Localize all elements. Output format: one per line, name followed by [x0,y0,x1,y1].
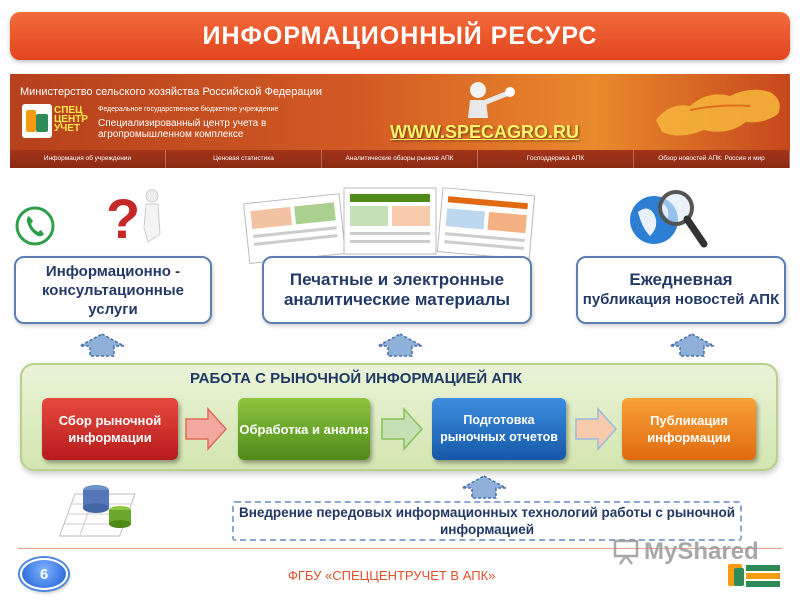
up-arrow-icon [669,333,715,357]
myshared-watermark: MyShared [612,538,759,566]
banner-url-link[interactable]: WWW.SPECAGRO.RU [390,122,579,142]
analytical-materials-box: Печатные и электронные аналитические мат… [262,256,532,324]
presentation-board-icon [613,539,639,565]
database-network-icon [58,485,136,537]
person-figure-icon [468,82,515,118]
phone-icon [15,206,55,246]
specagro-footer-logo-icon [728,564,780,587]
analytical-materials-text: Печатные и электронные аналитические мат… [283,270,511,309]
daily-news-box: Ежедневная публикация новостей АПК [576,256,786,324]
it-implementation-text: Внедрение передовых информационных техно… [238,505,736,537]
step-publish-label: Публикация информации [647,413,731,445]
flow-arrow-icon [575,407,618,451]
it-implementation-box: Внедрение передовых информационных техно… [232,501,742,541]
consulting-services-text: Информационно - консультационные услуги [41,262,185,318]
reports-documents-icon [243,187,536,264]
step-collect-label: Сбор рыночной информации [58,413,162,445]
daily-news-text: публикация новостей АПК [582,291,780,308]
banner-nav-item[interactable]: Ценовая статистика [166,150,322,168]
step-publish: Публикация информации [622,398,756,460]
step-reports: Подготовка рыночных отчетов [432,398,566,460]
footer-organization: ФГБУ «СПЕЦЦЕНТРУЧЕТ В АПК» [288,568,496,583]
up-arrow-icon [79,333,125,357]
up-arrow-icon [461,475,507,499]
page-number: 6 [39,565,49,583]
banner-nav-item[interactable]: Господдержка АПК [478,150,634,168]
step-collect: Сбор рыночной информации [42,398,178,460]
banner-nav-item[interactable]: Обзор новостей АПК: Россия и мир [634,150,790,168]
banner-logo-text: СПЕЦ ЦЕНТР УЧЕТ [54,105,88,134]
globe-magnifier-icon [630,190,708,248]
myshared-text: MyShared [644,538,759,565]
specagro-logo-icon [22,104,52,138]
slide-title-bar: ИНФОРМАЦИОННЫЙ РЕСУРС [10,12,790,60]
question-person-icon: ? [106,187,161,250]
svg-text:?: ? [106,187,140,250]
page-number-badge: 6 [20,558,68,590]
banner-nav-item[interactable]: Аналитические обзоры рынков АПК [322,150,478,168]
market-info-panel-title: РАБОТА С РЫНОЧНОЙ ИНФОРМАЦИЕЙ АПК [190,370,522,387]
website-banner[interactable]: Министерство сельского хозяйства Российс… [10,74,790,168]
russia-map-icon [656,89,780,136]
step-reports-label: Подготовка рыночных отчетов [440,413,558,444]
banner-nav: Информация об учреждении Ценовая статист… [10,150,790,168]
step-process-label: Обработка и анализ [239,421,369,437]
step-process: Обработка и анализ [238,398,370,460]
slide-title: ИНФОРМАЦИОННЫЙ РЕСУРС [202,21,598,50]
footer-divider [18,548,782,549]
flow-arrow-icon [381,407,424,451]
banner-center-name: Специализированный центр учета в агропро… [98,118,267,140]
daily-news-title: Ежедневная [629,270,733,289]
banner-ministry: Министерство сельского хозяйства Российс… [20,86,323,98]
up-arrow-icon [377,333,423,357]
banner-nav-item[interactable]: Информация об учреждении [10,150,166,168]
banner-subtitle: Федеральное государственное бюджетное уч… [98,106,279,113]
consulting-services-box: Информационно - консультационные услуги [14,256,212,324]
flow-arrow-icon [185,407,228,451]
